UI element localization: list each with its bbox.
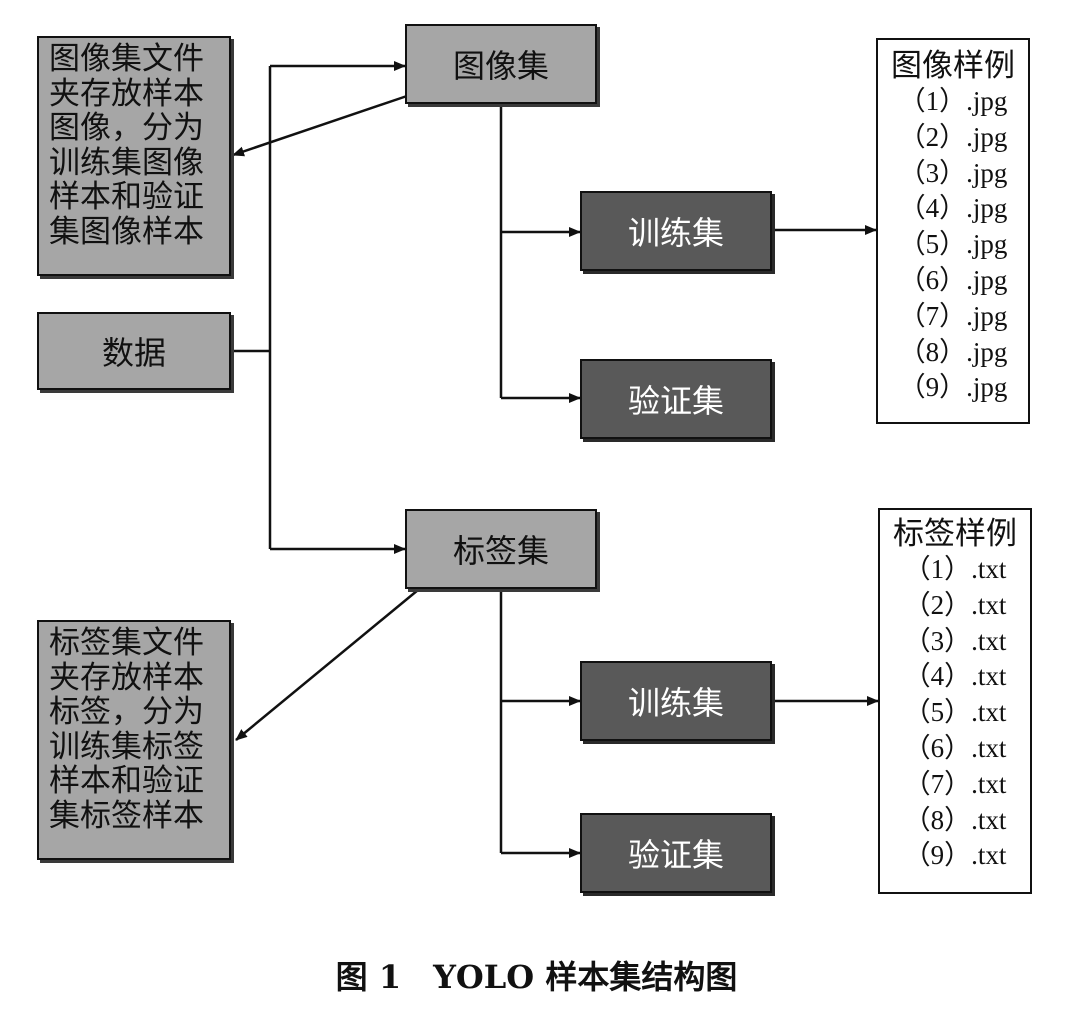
- note-line: 集标签样本: [49, 797, 204, 834]
- label-samples-title: 标签样例: [893, 516, 1017, 552]
- label-set-node: 标签集: [405, 509, 597, 589]
- list-item: （5）.txt: [903, 697, 1007, 728]
- image-set-node: 图像集: [405, 24, 597, 104]
- image-train-node: 训练集: [580, 191, 772, 271]
- note-line: 标签集文件: [49, 625, 204, 661]
- note-line: 训练集标签: [49, 728, 204, 765]
- note-line: 样本和验证: [49, 763, 204, 799]
- list-item: （8）.txt: [903, 804, 1007, 835]
- image-set-note: 图像集文件 夹存放样本 图像，分为 训练集图像 样本和验证 集图像样本: [37, 36, 231, 276]
- image-samples-box: 图像样例 （1）.jpg （2）.jpg （3）.jpg （4）.jpg （5）…: [876, 38, 1030, 424]
- list-item: （2）.txt: [903, 589, 1007, 620]
- label-val-node: 验证集: [580, 813, 772, 893]
- image-samples-title: 图像样例: [891, 48, 1015, 84]
- list-item: （3）.jpg: [898, 157, 1008, 188]
- note-line: 训练集图像: [49, 144, 204, 181]
- figure-caption: 图 1 YOLO 样本集结构图: [335, 958, 738, 996]
- list-item: （4）.jpg: [898, 193, 1008, 224]
- list-item: （5）.jpg: [898, 229, 1008, 260]
- list-item: （7）.txt: [903, 768, 1007, 799]
- note-line: 图像集文件: [49, 41, 204, 77]
- note-line: 夹存放样本: [49, 659, 204, 696]
- note-line: 标签，分为: [49, 694, 204, 730]
- list-item: （4）.txt: [903, 661, 1007, 692]
- note-line: 集图像样本: [49, 213, 204, 250]
- list-item: （9）.jpg: [898, 372, 1008, 403]
- note-line: 图像，分为: [49, 110, 204, 146]
- data-node: 数据: [37, 312, 231, 390]
- list-item: （8）.jpg: [898, 336, 1008, 367]
- list-item: （9）.txt: [903, 840, 1007, 871]
- list-item: （2）.jpg: [898, 121, 1008, 152]
- note-line: 夹存放样本: [49, 75, 204, 112]
- note-line: 样本和验证: [49, 179, 204, 215]
- list-item: （3）.txt: [903, 625, 1007, 656]
- label-samples-box: 标签样例 （1）.txt （2）.txt （3）.txt （4）.txt （5）…: [878, 508, 1032, 894]
- list-item: （6）.jpg: [898, 264, 1008, 295]
- image-set-to-note-arrow: [232, 94, 408, 157]
- image-val-node: 验证集: [580, 359, 772, 439]
- label-train-node: 训练集: [580, 661, 772, 741]
- list-item: （1）.jpg: [898, 86, 1008, 116]
- list-item: （6）.txt: [903, 732, 1007, 763]
- label-set-to-note-arrow: [235, 589, 419, 741]
- label-set-note: 标签集文件 夹存放样本 标签，分为 训练集标签 样本和验证 集标签样本: [37, 620, 231, 860]
- list-item: （7）.jpg: [898, 300, 1008, 331]
- list-item: （1）.txt: [903, 554, 1007, 584]
